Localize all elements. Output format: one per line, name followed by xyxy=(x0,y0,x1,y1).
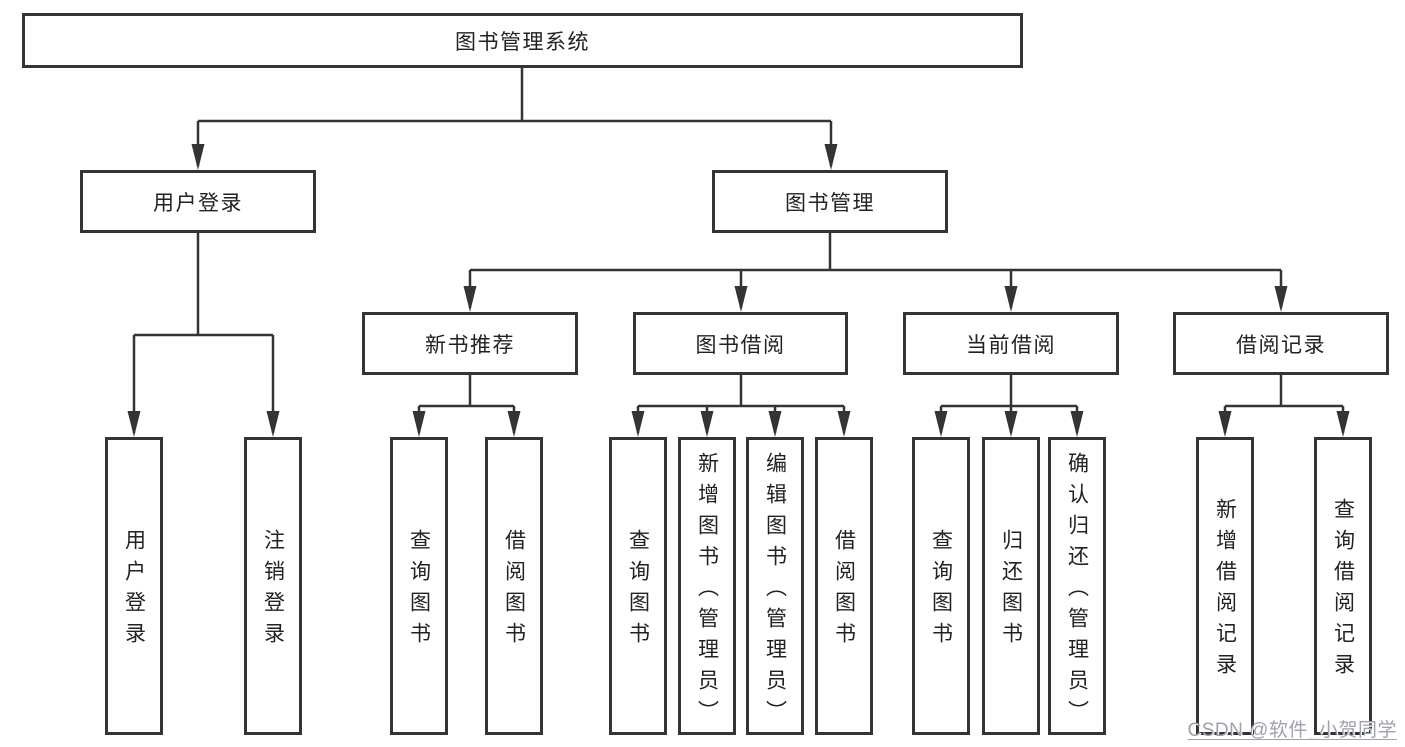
leaf-add-book-admin-label: 新增图书（管理员） xyxy=(695,451,719,731)
leaf-query-borrow-record-label: 查询借阅记录 xyxy=(1331,498,1355,684)
leaf-query-book-recommend-label: 查询图书 xyxy=(407,529,431,653)
node-user-login-group: 用户登录 xyxy=(80,170,316,233)
node-borrow-record-label: 借阅记录 xyxy=(1236,333,1326,357)
leaf-query-current-borrow: 查询图书 xyxy=(912,437,970,735)
arrowhead-icon xyxy=(191,144,205,170)
leaf-add-book-admin: 新增图书（管理员） xyxy=(678,437,736,735)
leaf-borrow-book-label: 借阅图书 xyxy=(832,529,856,653)
node-current-borrow: 当前借阅 xyxy=(903,312,1119,375)
leaf-query-book-recommend: 查询图书 xyxy=(390,437,448,735)
arrowhead-icon xyxy=(1004,286,1018,312)
leaf-logout-label: 注销登录 xyxy=(261,529,285,653)
arrowhead-icon xyxy=(266,411,280,437)
leaf-borrow-book-recommend-label: 借阅图书 xyxy=(502,529,526,653)
arrowhead-icon xyxy=(1004,411,1018,437)
leaf-edit-book-admin-label: 编辑图书（管理员） xyxy=(763,451,787,731)
leaf-query-book-borrow: 查询图书 xyxy=(609,437,667,735)
arrowhead-icon xyxy=(1336,411,1350,437)
arrowhead-icon xyxy=(837,411,851,437)
watermark: CSDN @软件_小贺同学 xyxy=(1187,720,1397,741)
node-book-borrow: 图书借阅 xyxy=(633,312,848,375)
arrowhead-icon xyxy=(1274,286,1288,312)
node-book-management: 图书管理 xyxy=(712,170,948,233)
arrowhead-icon xyxy=(934,411,948,437)
node-book-management-label: 图书管理 xyxy=(785,191,875,215)
leaf-return-book-label: 归还图书 xyxy=(999,529,1023,653)
leaf-query-current-borrow-label: 查询图书 xyxy=(929,529,953,653)
node-borrow-record: 借阅记录 xyxy=(1173,312,1389,375)
node-new-book-recommend: 新书推荐 xyxy=(362,312,578,375)
leaf-confirm-return-admin: 确认归还（管理员） xyxy=(1048,437,1106,735)
leaf-add-borrow-record: 新增借阅记录 xyxy=(1196,437,1254,735)
arrowhead-icon xyxy=(127,411,141,437)
arrowhead-icon xyxy=(1070,411,1084,437)
arrowhead-icon xyxy=(700,411,714,437)
arrowhead-icon xyxy=(412,411,426,437)
leaf-user-login: 用户登录 xyxy=(105,437,163,735)
node-current-borrow-label: 当前借阅 xyxy=(966,333,1056,357)
node-user-login-group-label: 用户登录 xyxy=(153,191,243,215)
arrowhead-icon xyxy=(1218,411,1232,437)
arrowhead-icon xyxy=(631,411,645,437)
connector-path xyxy=(132,68,1345,433)
arrowhead-icon xyxy=(734,286,748,312)
node-root: 图书管理系统 xyxy=(22,13,1023,68)
arrowhead-icon xyxy=(507,411,521,437)
leaf-return-book: 归还图书 xyxy=(982,437,1040,735)
node-book-borrow-label: 图书借阅 xyxy=(695,333,786,357)
node-new-book-recommend-label: 新书推荐 xyxy=(425,333,515,357)
node-root-label: 图书管理系统 xyxy=(455,30,590,54)
arrowhead-icon xyxy=(463,286,477,312)
leaf-user-login-label: 用户登录 xyxy=(122,529,146,653)
leaf-query-book-borrow-label: 查询图书 xyxy=(626,529,650,653)
leaf-add-borrow-record-label: 新增借阅记录 xyxy=(1213,498,1237,684)
arrowhead-icon xyxy=(824,144,838,170)
leaf-borrow-book: 借阅图书 xyxy=(815,437,873,735)
arrowhead-icon xyxy=(768,411,782,437)
leaf-logout: 注销登录 xyxy=(244,437,302,735)
leaf-edit-book-admin: 编辑图书（管理员） xyxy=(746,437,804,735)
leaf-confirm-return-admin-label: 确认归还（管理员） xyxy=(1065,451,1089,731)
leaf-borrow-book-recommend: 借阅图书 xyxy=(485,437,543,735)
leaf-query-borrow-record: 查询借阅记录 xyxy=(1314,437,1372,735)
